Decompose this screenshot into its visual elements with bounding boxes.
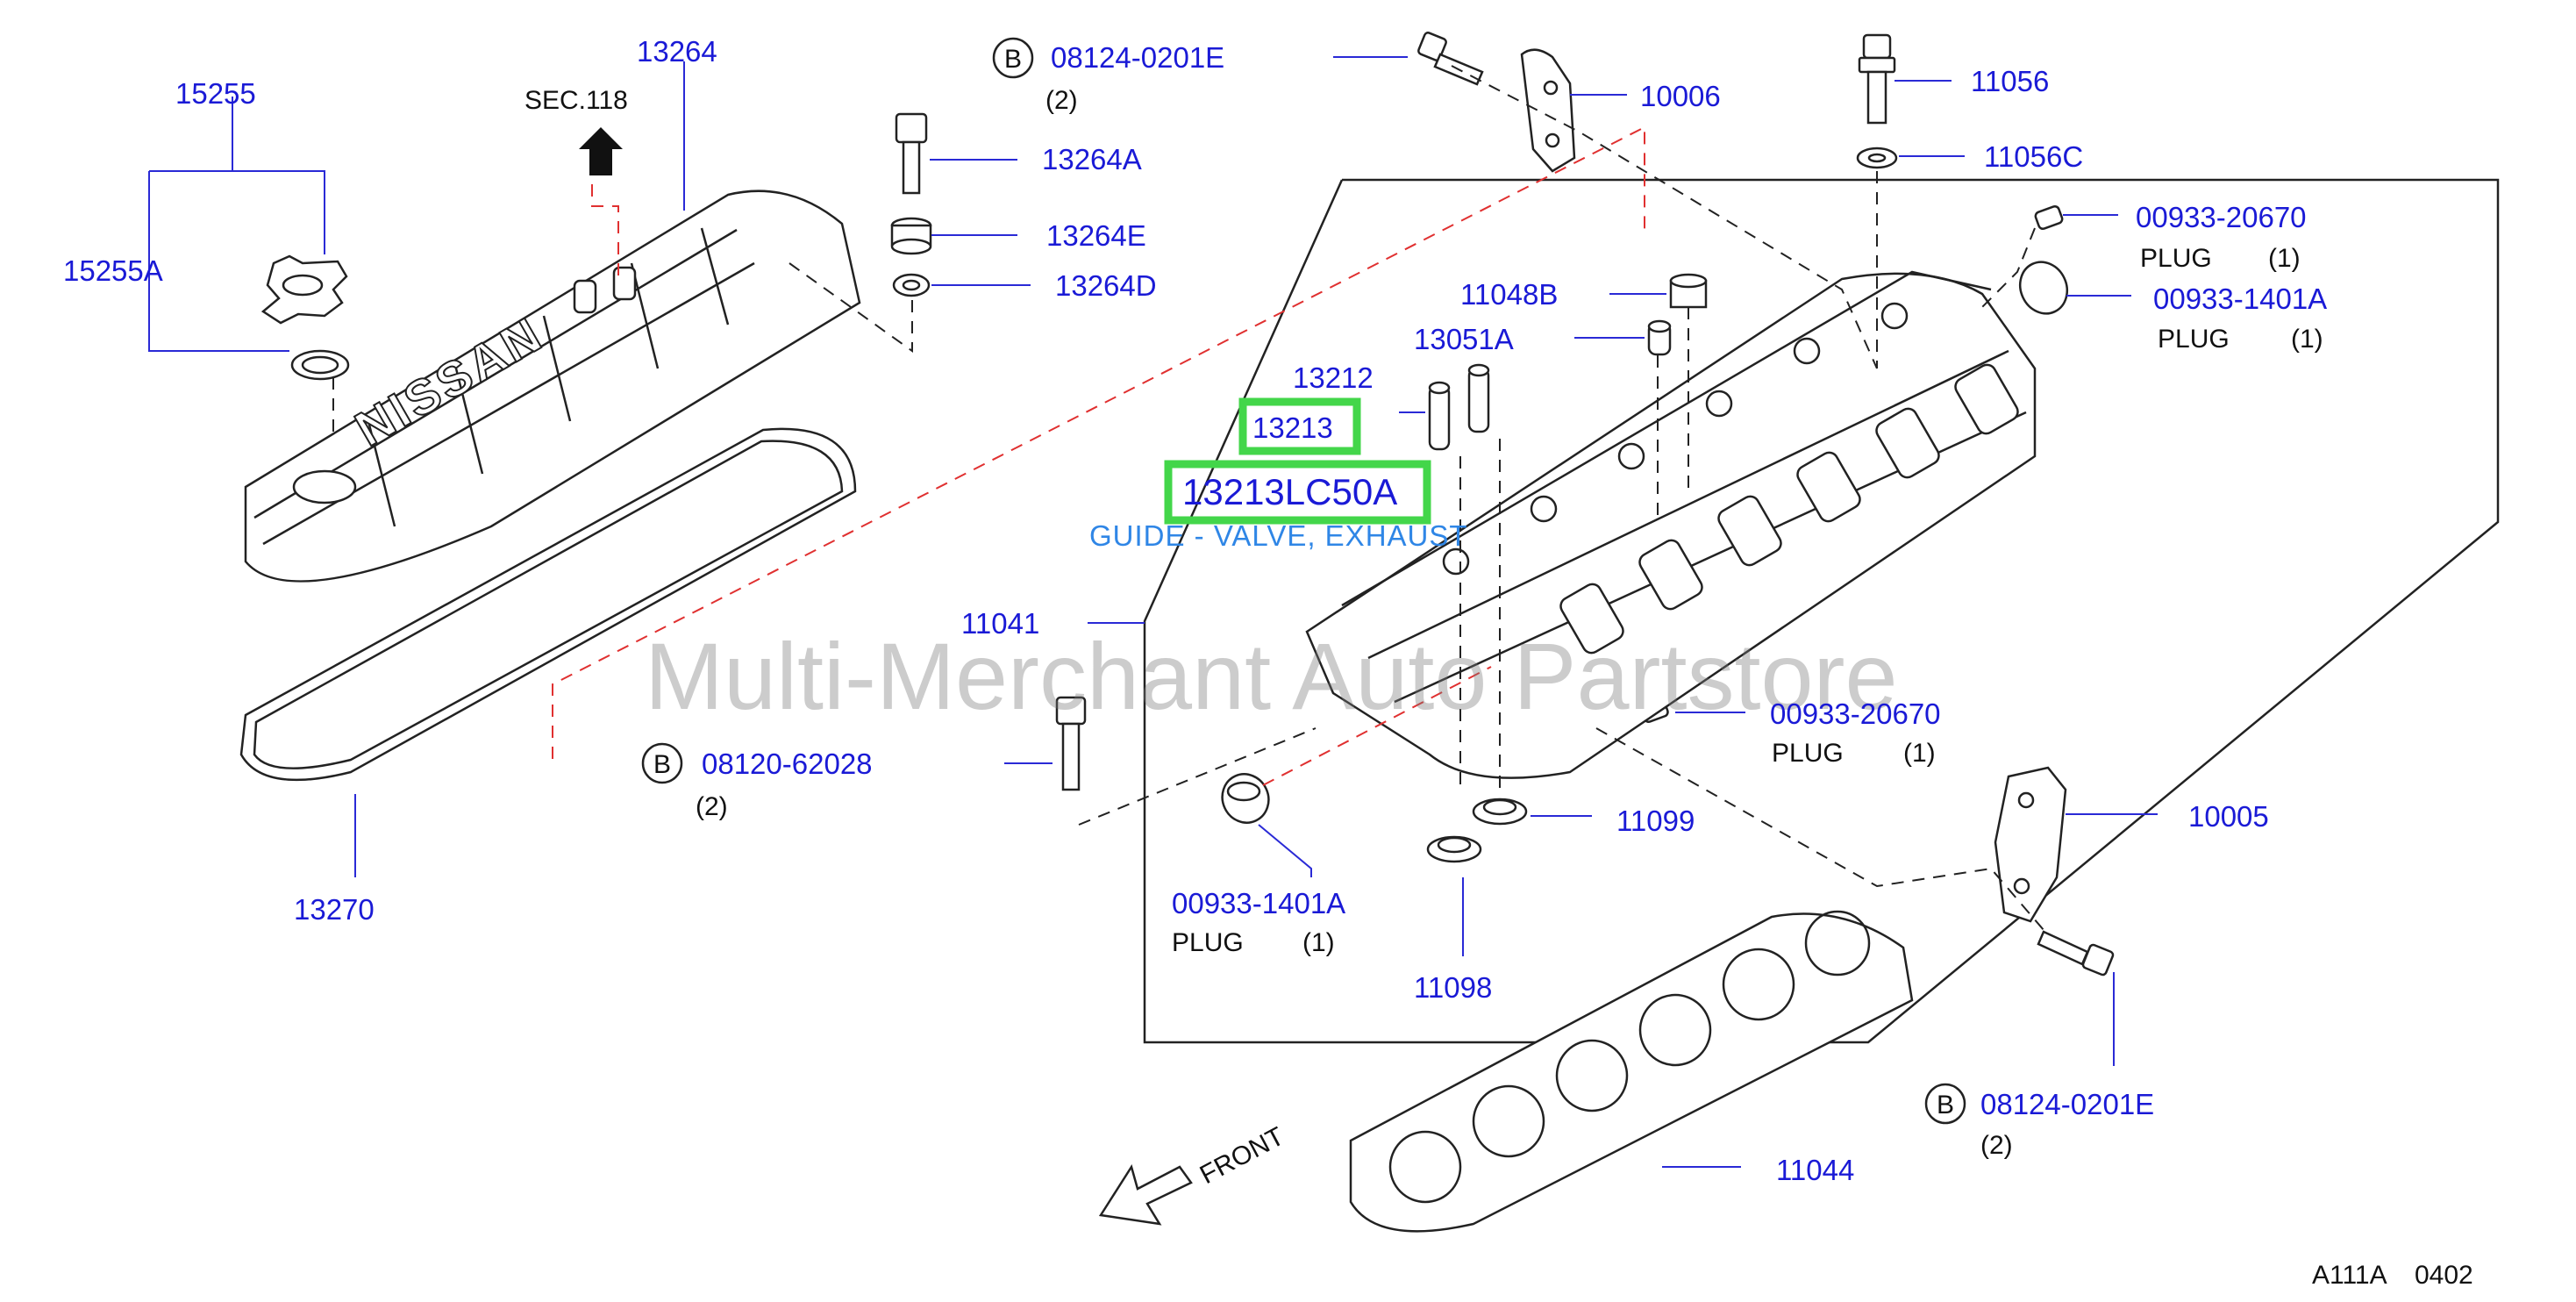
label-bolt-top-qty: (2) bbox=[1045, 86, 1078, 115]
seal-11099[interactable] bbox=[1472, 798, 1528, 826]
bolt-marker-right-letter: B bbox=[1937, 1091, 1954, 1120]
label-bolt-left[interactable]: 08120-62028 bbox=[702, 748, 873, 780]
washer-11056C[interactable] bbox=[1856, 147, 1898, 169]
label-plug3-qty: (1) bbox=[1903, 739, 1936, 768]
bolt-marker-left bbox=[641, 742, 683, 784]
label-13264E[interactable]: 13264E bbox=[1046, 219, 1146, 252]
bolt-marker-left-letter: B bbox=[653, 750, 671, 779]
label-15255A[interactable]: 15255A bbox=[63, 254, 163, 287]
dashed-lines bbox=[332, 65, 2044, 931]
label-plug1[interactable]: 00933-20670 bbox=[2136, 201, 2307, 233]
sec-arrow bbox=[579, 127, 623, 175]
watermark: Multi-Merchant Auto Partstore bbox=[645, 623, 1898, 729]
plug-00933-1401A-bottom[interactable] bbox=[1215, 767, 1277, 831]
label-13264A[interactable]: 13264A bbox=[1042, 143, 1142, 175]
bolt-marker-top-letter: B bbox=[1004, 45, 1022, 74]
label-11099[interactable]: 11099 bbox=[1616, 805, 1695, 837]
washer-13264D[interactable] bbox=[892, 273, 931, 297]
label-plug3-name: PLUG bbox=[1772, 739, 1844, 768]
leader-lines bbox=[148, 56, 2158, 1168]
bolt-11056[interactable] bbox=[1858, 33, 1896, 125]
group-frame bbox=[1143, 178, 2500, 1044]
label-11041[interactable]: 11041 bbox=[961, 607, 1039, 640]
highlight-box-13213LC50A bbox=[1164, 460, 1431, 525]
label-bolt-left-qty: (2) bbox=[696, 792, 728, 821]
label-plug2-qty: (1) bbox=[2291, 325, 2323, 354]
label-13264[interactable]: 13264 bbox=[637, 35, 717, 68]
valve-guide-13212[interactable] bbox=[1428, 381, 1451, 451]
grommet-13264E[interactable] bbox=[890, 217, 932, 255]
bolt-marker-top bbox=[992, 37, 1034, 79]
rocker-cover[interactable]: NISSAN bbox=[244, 190, 861, 583]
label-13213LC50A[interactable]: 13213LC50A bbox=[1182, 471, 1397, 512]
bolt-08120-62028[interactable] bbox=[1055, 696, 1087, 791]
diagram-code: A111A bbox=[2312, 1261, 2387, 1290]
label-plug2-name: PLUG bbox=[2158, 325, 2230, 354]
label-10005[interactable]: 10005 bbox=[2188, 800, 2269, 833]
seal-11048B[interactable] bbox=[1669, 273, 1708, 309]
label-bolt-right[interactable]: 08124-0201E bbox=[1980, 1088, 2154, 1120]
front-arrow bbox=[1098, 1163, 1193, 1226]
highlight-box-13213 bbox=[1238, 397, 1361, 455]
label-13051A[interactable]: 13051A bbox=[1414, 323, 1514, 355]
oil-filler-cap[interactable] bbox=[260, 254, 348, 325]
label-13213[interactable]: 13213 bbox=[1252, 411, 1333, 444]
label-plug4-name: PLUG bbox=[1172, 928, 1244, 957]
cam-bores bbox=[1442, 302, 1909, 576]
label-13212[interactable]: 13212 bbox=[1293, 361, 1374, 394]
label-13270[interactable]: 13270 bbox=[294, 893, 375, 926]
bolt-08124-right[interactable] bbox=[2037, 930, 2115, 976]
label-11048B[interactable]: 11048B bbox=[1460, 278, 1558, 311]
label-11098[interactable]: 11098 bbox=[1414, 971, 1492, 1004]
valve-seat-13051A[interactable] bbox=[1647, 319, 1672, 356]
label-10006[interactable]: 10006 bbox=[1640, 80, 1721, 112]
label-plug4-qty: (1) bbox=[1302, 928, 1335, 957]
cylinder-head[interactable] bbox=[1305, 270, 2037, 779]
stud-bolt-13264A[interactable] bbox=[895, 112, 928, 195]
filler-cap-seal[interactable] bbox=[290, 349, 350, 381]
rocker-cover-gasket[interactable] bbox=[239, 427, 857, 782]
head-gasket[interactable] bbox=[1349, 910, 1914, 1233]
front-label: FRONT bbox=[1195, 1122, 1289, 1191]
diagram-date: 0402 bbox=[2415, 1261, 2473, 1290]
label-plug2[interactable]: 00933-1401A bbox=[2153, 283, 2327, 315]
label-bolt-right-qty: (2) bbox=[1980, 1131, 2013, 1160]
label-plug1-qty: (1) bbox=[2268, 244, 2301, 273]
label-11056C[interactable]: 11056C bbox=[1984, 140, 2083, 173]
label-plug3[interactable]: 00933-20670 bbox=[1770, 698, 1941, 730]
label-11056[interactable]: 11056 bbox=[1971, 65, 2049, 97]
bolt-marker-right bbox=[1924, 1083, 1966, 1125]
sec-ref[interactable]: SEC.118 bbox=[524, 86, 628, 115]
seal-11098[interactable] bbox=[1426, 835, 1482, 863]
plug-00933-20670-top[interactable] bbox=[2034, 204, 2064, 231]
label-bolt-top[interactable]: 08124-0201E bbox=[1051, 41, 1224, 74]
bracket-10005[interactable] bbox=[1994, 766, 2067, 923]
valve-guide-13213[interactable] bbox=[1467, 363, 1490, 433]
label-plug1-name: PLUG bbox=[2140, 244, 2212, 273]
bracket-10006[interactable] bbox=[1520, 48, 1576, 173]
ports bbox=[1559, 363, 2019, 655]
label-15255[interactable]: 15255 bbox=[175, 77, 256, 110]
part-description: GUIDE - VALVE, EXHAUST bbox=[1089, 519, 1468, 552]
red-dashed-lines bbox=[552, 125, 1645, 786]
plug-00933-1401A-top[interactable] bbox=[2012, 254, 2075, 321]
label-13264D[interactable]: 13264D bbox=[1055, 269, 1157, 302]
label-plug4[interactable]: 00933-1401A bbox=[1172, 887, 1345, 919]
label-11044[interactable]: 11044 bbox=[1776, 1154, 1854, 1186]
